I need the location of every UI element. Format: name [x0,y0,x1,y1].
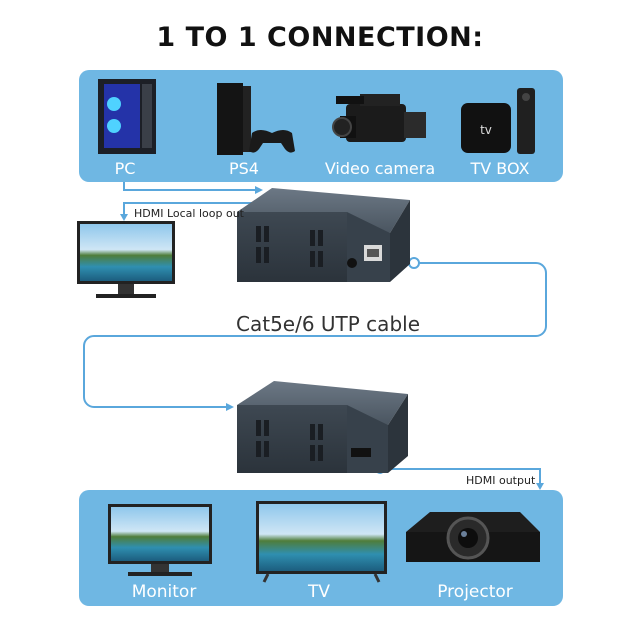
display-label-projector: Projector [437,582,513,602]
port-dot [408,257,420,269]
svg-text:tv: tv [480,123,492,137]
monitor-icon [108,504,212,576]
display-label-tv: TV [307,582,330,602]
page-title: 1 TO 1 CONNECTION: [156,22,484,53]
source-label-ps4: PS4 [229,159,259,178]
transmitter-unit [237,188,410,282]
signal-lines [83,182,547,484]
video-camera-icon [332,94,426,142]
loop-monitor-icon [77,221,175,298]
projector-icon [406,512,540,562]
source-label-pc: PC [114,159,136,178]
source-label-tv-box: TV BOX [470,159,530,178]
display-label-monitor: Monitor [131,582,197,602]
pc-tower-icon [98,79,156,154]
tv-box-icon: tv [461,88,535,154]
receiver-unit [237,381,408,473]
loop-out-label: HDMI Local loop out [134,207,244,220]
source-label-video-camera: Video camera [324,159,436,178]
game-console-icon [217,83,295,155]
arrow-heads [120,186,544,490]
cable-label: Cat5e/6 UTP cable [236,312,420,336]
tv-icon [256,501,387,583]
hdmi-output-label: HDMI output [466,474,536,487]
